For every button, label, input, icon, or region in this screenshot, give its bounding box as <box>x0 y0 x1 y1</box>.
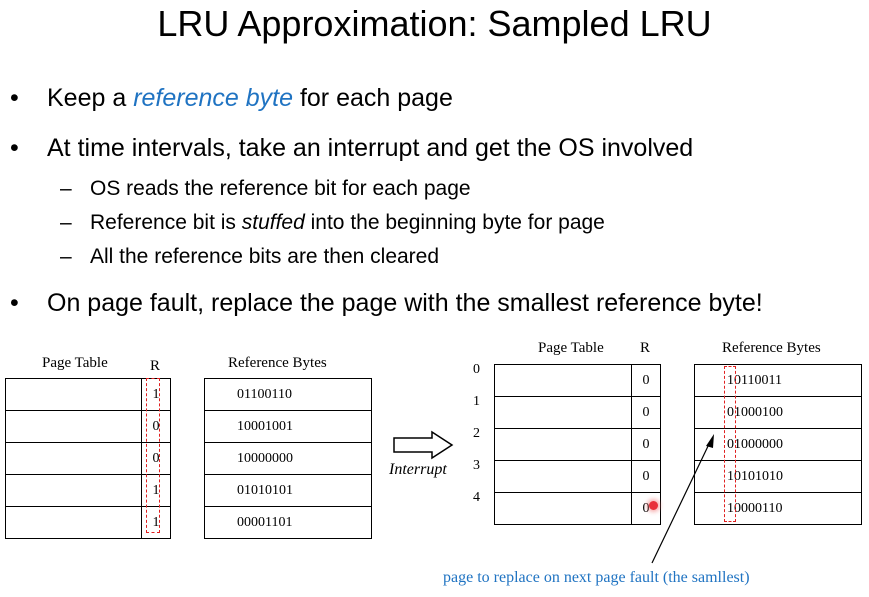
right-page-table-label: Page Table <box>538 340 604 356</box>
right-page-table-row <box>494 396 632 429</box>
sub-bullet-dash: – <box>60 245 72 268</box>
bullet-text: On page fault, replace the page with the… <box>47 289 763 317</box>
bullet-dot: • <box>10 289 19 317</box>
left-reference-byte: 10000000 <box>204 442 372 475</box>
left-page-table-row <box>5 442 142 475</box>
right-reference-byte: 01000100 <box>694 396 862 429</box>
right-page-table-row <box>494 492 632 525</box>
sub-bullet-cleared: –All the reference bits are then cleared <box>60 243 439 271</box>
left-r-bit: 1 <box>141 506 171 539</box>
right-row-index: 1 <box>473 394 480 409</box>
sub-bullet-text: Reference bit is <box>90 211 242 234</box>
right-page-table-row <box>494 428 632 461</box>
sub-bullet-os-reads: –OS reads the reference bit for each pag… <box>60 175 471 203</box>
right-page-table-row <box>494 364 632 397</box>
right-row-index: 4 <box>473 490 480 505</box>
bullet-interrupt: • At time intervals, take an interrupt an… <box>10 132 693 164</box>
right-r-bit: 0 <box>631 364 661 397</box>
right-r-bit: 0 <box>631 492 661 525</box>
right-reference-byte: 10110011 <box>694 364 862 397</box>
bullet-text: At time intervals, take an interrupt and… <box>47 134 694 162</box>
left-ref-bytes-label: Reference Bytes <box>228 355 327 371</box>
reference-byte-term: reference byte <box>133 84 294 112</box>
right-r-label: R <box>640 340 651 356</box>
sub-bullet-text: OS reads the reference bit for each page <box>90 177 471 200</box>
interrupt-arrow-icon <box>393 430 454 460</box>
right-row-index: 0 <box>473 362 480 377</box>
bullet-dot: • <box>10 84 19 112</box>
interrupt-label: Interrupt <box>389 461 447 478</box>
left-reference-byte: 01010101 <box>204 474 372 507</box>
left-page-table-row <box>5 378 142 411</box>
annotation-arrow-icon <box>651 434 714 564</box>
pointer-dot <box>649 501 658 510</box>
sub-bullet-stuffed: –Reference bit is stuffed into the begin… <box>60 209 605 237</box>
left-reference-byte: 00001101 <box>204 506 372 539</box>
slide-title: LRU Approximation: Sampled LRU <box>157 3 712 44</box>
sub-bullet-text: into the beginning byte for page <box>304 211 605 234</box>
right-row-index: 3 <box>473 458 480 473</box>
sub-bullet-text: All the reference bits are then cleared <box>90 245 440 268</box>
bullet-reference-byte: • Keep a reference byte for each page <box>10 82 453 114</box>
bullet-text: Keep a <box>47 84 134 112</box>
right-first-bit-highlight <box>724 366 736 522</box>
sub-bullet-dash: – <box>60 177 72 200</box>
right-ref-bytes-label: Reference Bytes <box>722 340 821 356</box>
left-reference-byte: 10001001 <box>204 410 372 443</box>
bullet-dot: • <box>10 134 19 162</box>
left-reference-byte: 01100110 <box>204 378 372 411</box>
left-page-table-row <box>5 410 142 443</box>
right-page-table-row <box>494 460 632 493</box>
sub-bullet-dash: – <box>60 211 72 234</box>
stuffed-term: stuffed <box>241 211 305 234</box>
left-r-highlight <box>146 378 160 533</box>
bullet-page-fault: • On page fault, replace the page with th… <box>10 287 763 319</box>
left-page-table-row <box>5 506 142 539</box>
right-reference-byte: 10000110 <box>694 492 862 525</box>
right-r-bit: 0 <box>631 396 661 429</box>
annotation-text: page to replace on next page fault (the … <box>443 569 750 586</box>
right-row-index: 2 <box>473 426 480 441</box>
left-page-table-label: Page Table <box>42 355 108 371</box>
left-r-label: R <box>150 358 161 374</box>
left-page-table-row <box>5 474 142 507</box>
bullet-text: for each page <box>293 84 453 112</box>
